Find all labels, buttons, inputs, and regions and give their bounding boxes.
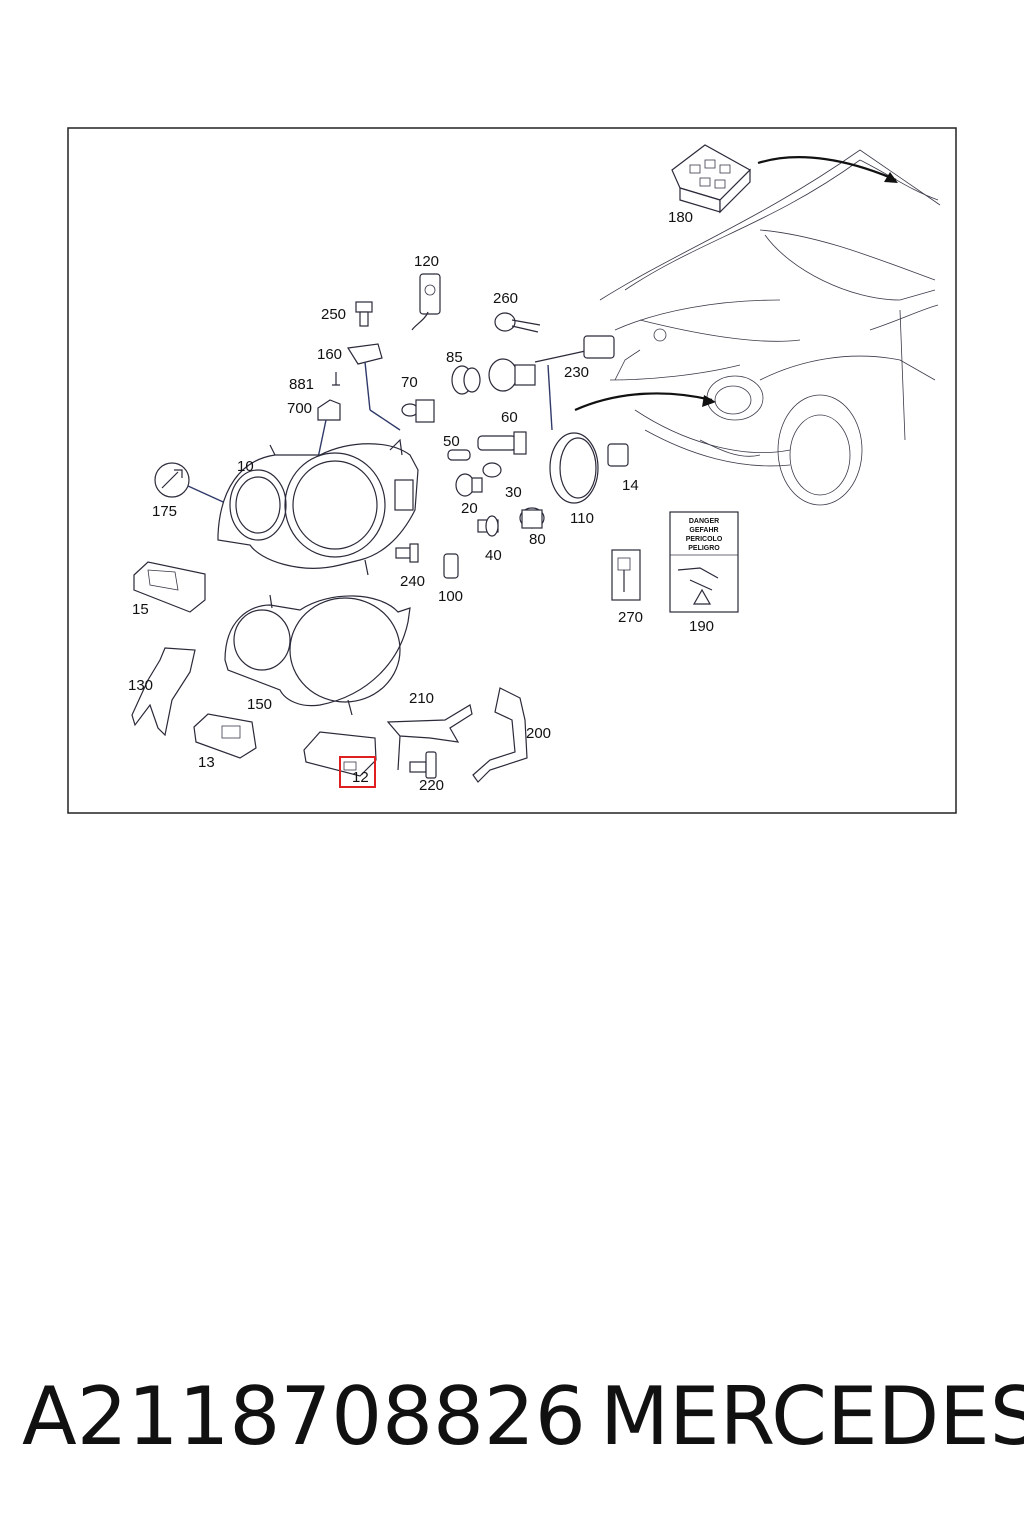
arrow-to-fusebox [757, 156, 897, 182]
arrow-to-headlamp [574, 392, 713, 412]
part-260-bulb-socket [494, 312, 541, 333]
part-30-socket [482, 462, 502, 478]
part-270-label [611, 549, 641, 601]
callout-110: 110 [570, 510, 594, 527]
part-220-screw [409, 751, 437, 779]
car-outline [599, 149, 941, 506]
part-180-fuse-box [671, 144, 751, 214]
callout-85: 85 [446, 349, 463, 366]
callout-150: 150 [247, 696, 272, 713]
part-175-wrench-symbol [154, 462, 233, 507]
callout-175: 175 [152, 503, 177, 520]
part-100-sleeve [443, 553, 459, 579]
part-160-clip [346, 343, 401, 431]
highlight-box [339, 756, 376, 788]
part-13-control-unit [193, 713, 257, 759]
callout-30: 30 [505, 484, 522, 501]
callout-230: 230 [564, 364, 589, 381]
callout-260: 260 [493, 290, 518, 307]
callout-70: 70 [401, 374, 418, 391]
part-110-ring [549, 432, 599, 504]
part-14-clip [607, 443, 629, 467]
callout-100: 100 [438, 588, 463, 605]
callout-190: 190 [689, 618, 714, 635]
warning-line-4: PELIGRO [688, 545, 720, 552]
callout-700: 700 [287, 400, 312, 417]
callout-270: 270 [618, 609, 643, 626]
part-230-harness [488, 335, 615, 431]
part-60-bulb [477, 431, 527, 455]
callout-60: 60 [501, 409, 518, 426]
brand-name: MERCEDES [600, 1370, 1024, 1463]
callout-10: 10 [237, 458, 254, 475]
part-20-bulb [455, 473, 483, 497]
callout-240: 240 [400, 573, 425, 590]
part-number: A2118708826 [22, 1370, 586, 1463]
exploded-parts-diagram: DANGER GEFAHR PERICOLO PELIGRO 180 120 2… [67, 127, 957, 814]
callout-180: 180 [668, 209, 693, 226]
part-15-control-unit [133, 561, 206, 613]
part-210-bracket [386, 704, 473, 771]
callout-15: 15 [132, 601, 149, 618]
footer-caption: A2118708826 MERCEDES [22, 1370, 1024, 1470]
part-881-pin [332, 372, 340, 386]
part-120-bracket [411, 273, 441, 331]
part-85-bulb-holder [451, 365, 481, 395]
callout-13: 13 [198, 754, 215, 771]
part-80-cap [519, 507, 545, 529]
warning-line-3: PERICOLO [686, 536, 723, 543]
callout-50: 50 [443, 433, 460, 450]
part-40-bulb [477, 515, 499, 537]
part-70-bulb [401, 399, 435, 423]
callout-200: 200 [526, 725, 551, 742]
part-10-headlamp [217, 438, 419, 576]
warning-line-1: DANGER [689, 518, 719, 525]
part-190-warning-label: DANGER GEFAHR PERICOLO PELIGRO [669, 511, 739, 613]
part-150-housing-frame [224, 594, 411, 716]
part-250-screw [355, 301, 373, 327]
part-200-bracket [472, 687, 528, 783]
part-240-screw [395, 543, 419, 563]
callout-14: 14 [622, 477, 639, 494]
arrow-head-fusebox [884, 172, 898, 183]
callout-881: 881 [289, 376, 314, 393]
callout-220: 220 [419, 777, 444, 794]
callout-210: 210 [409, 690, 434, 707]
callout-12: 12 [352, 769, 369, 786]
callout-40: 40 [485, 547, 502, 564]
part-50-bulb [447, 449, 471, 461]
part-700-cap [317, 399, 341, 459]
callout-20: 20 [461, 500, 478, 517]
callout-labels: 180 120 260 250 160 85 230 881 70 700 60… [128, 209, 714, 794]
arrow-head-headlamp [702, 395, 716, 407]
callout-130: 130 [128, 677, 153, 694]
part-130-bracket [131, 647, 196, 737]
warning-line-2: GEFAHR [689, 527, 718, 534]
callout-160: 160 [317, 346, 342, 363]
callout-80: 80 [529, 531, 546, 548]
callout-120: 120 [414, 253, 439, 270]
callout-250: 250 [321, 306, 346, 323]
